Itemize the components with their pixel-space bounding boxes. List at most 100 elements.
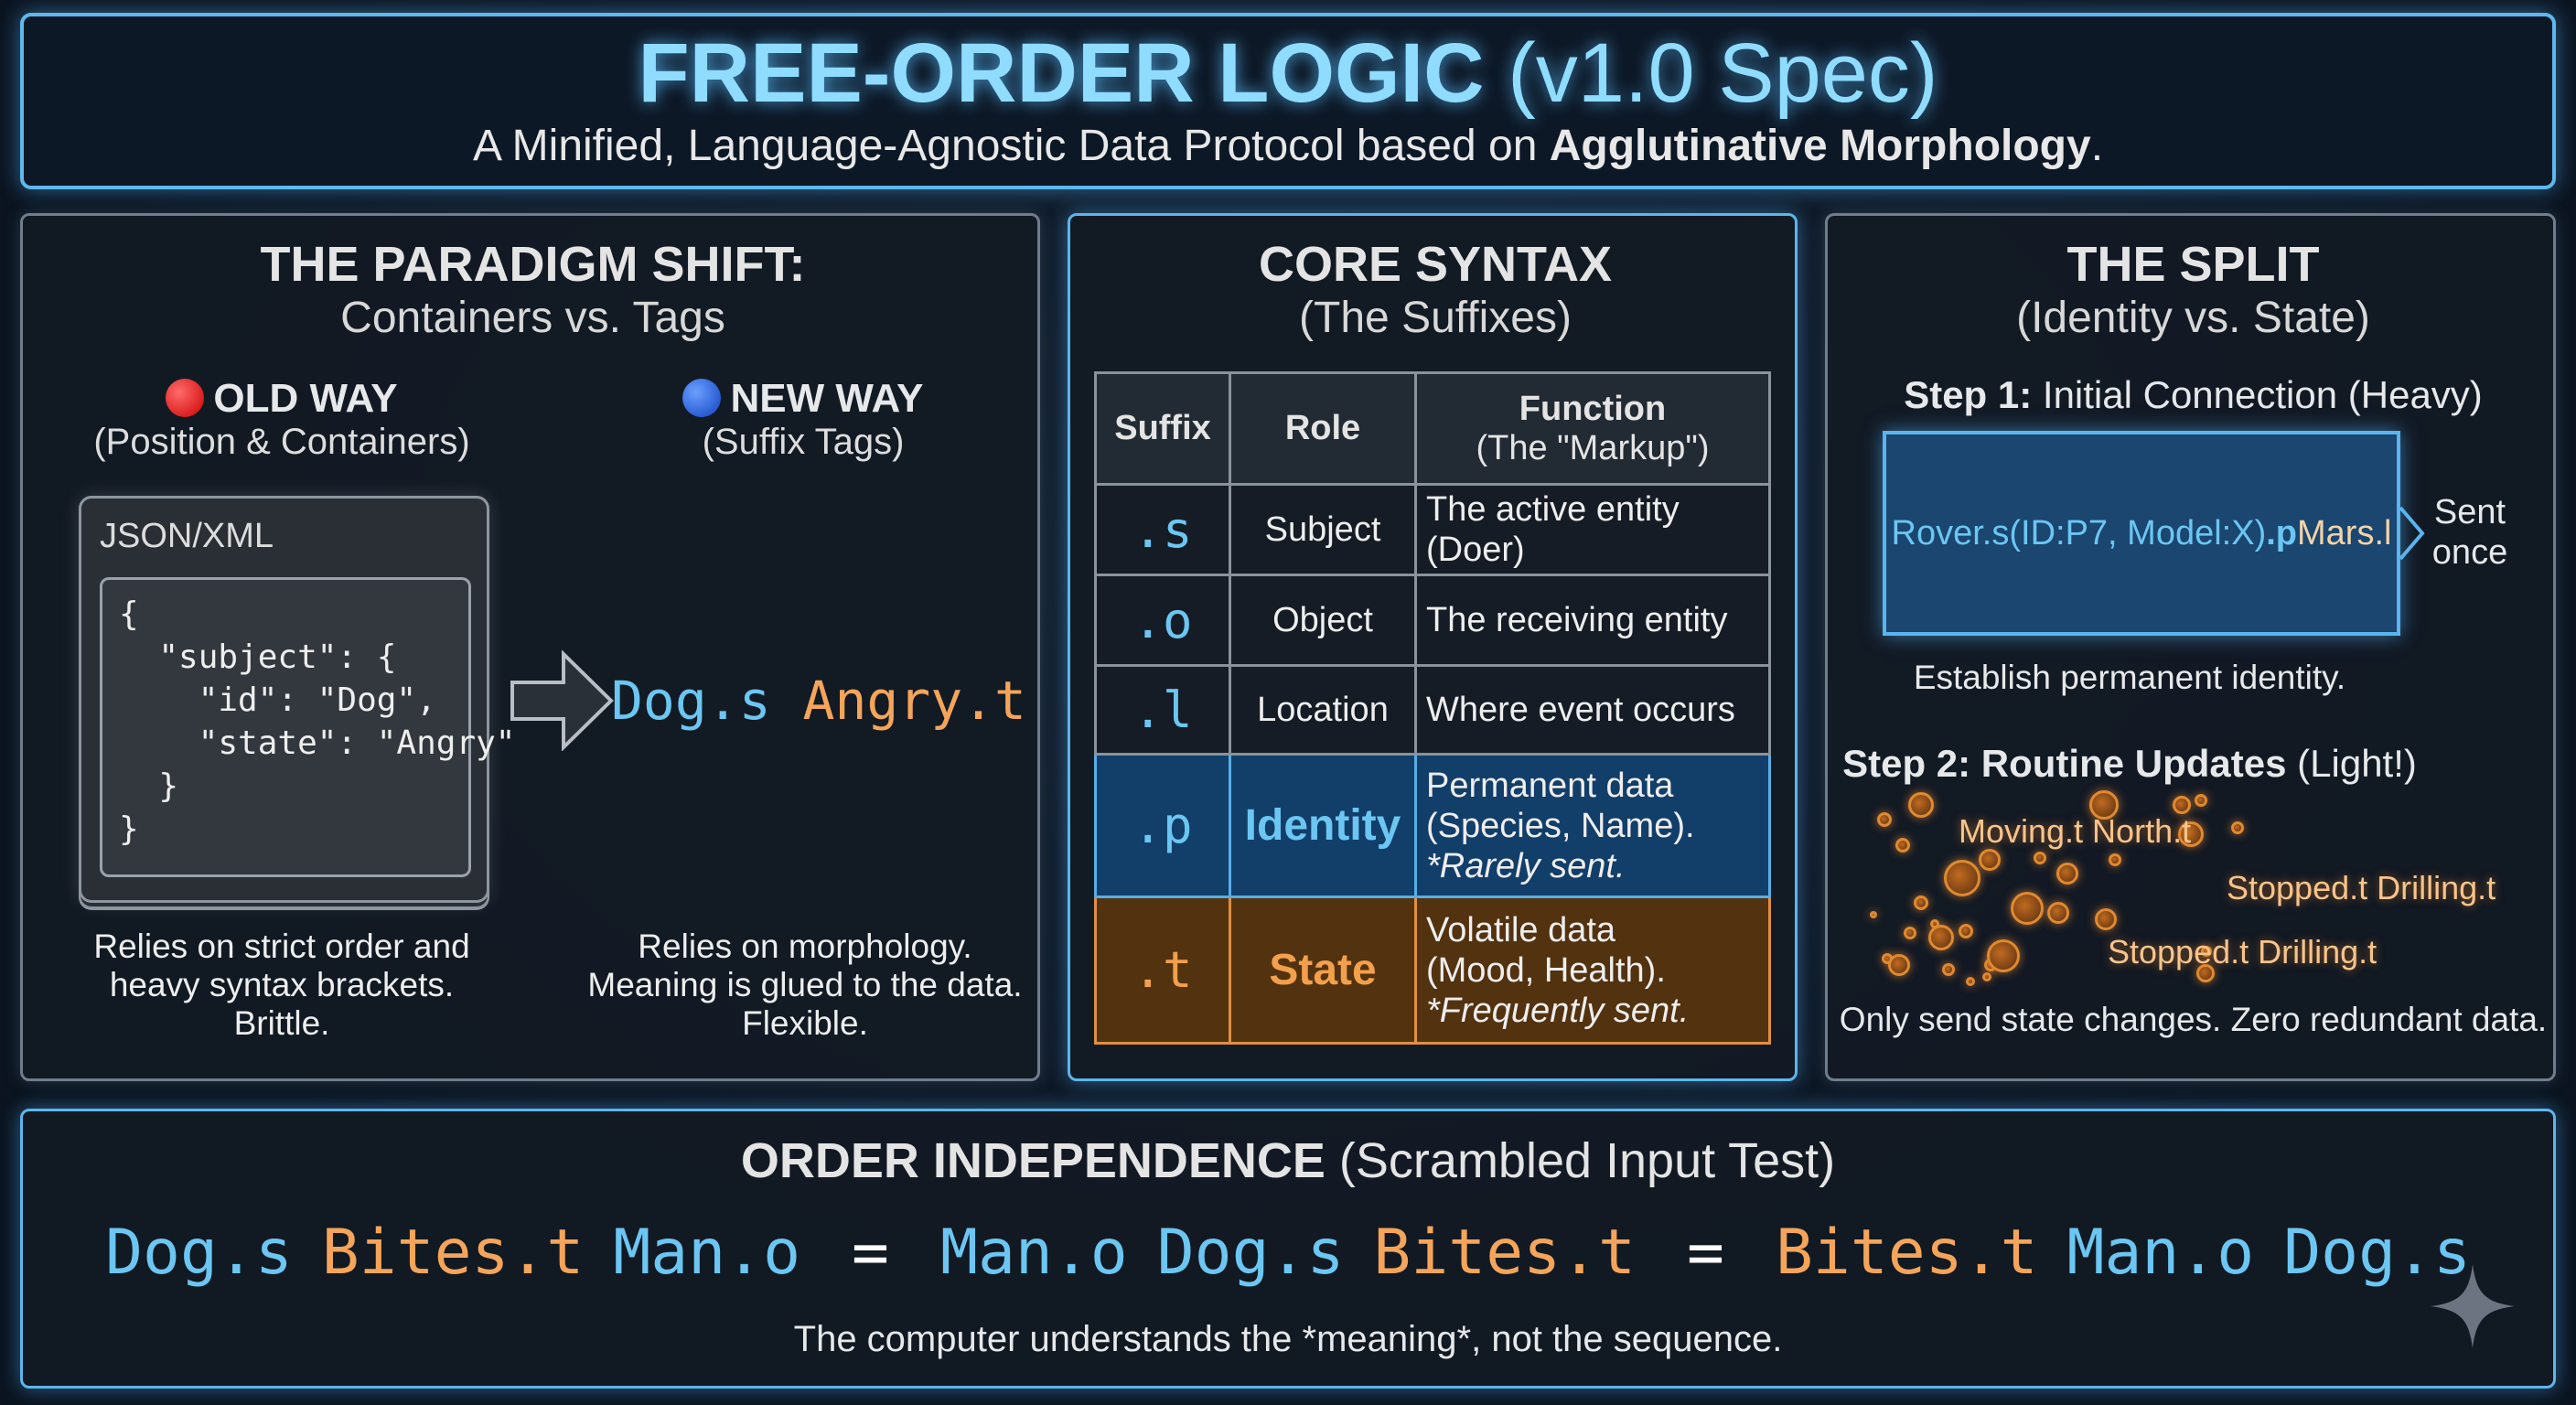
step1-text: Initial Connection (Heavy) xyxy=(2032,373,2483,416)
paradigm-heading: THE PARADIGM SHIFT: xyxy=(260,237,806,292)
old-way-caption: Relies on strict order and heavy syntax … xyxy=(53,928,510,1043)
new-way-caption: Relies on morphology. Meaning is glued t… xyxy=(563,928,1047,1043)
bubble-icon xyxy=(2047,902,2069,924)
col-function-sub: (The "Markup") xyxy=(1476,428,1710,467)
bubble-icon xyxy=(1979,849,2001,871)
title-main: FREE-ORDER LOGIC xyxy=(638,27,1485,120)
bubble-icon xyxy=(1942,963,1955,976)
role-cell: State xyxy=(1229,896,1417,1045)
function-cell: The active entity (Doer) xyxy=(1414,483,1771,576)
bubble-icon xyxy=(1987,939,2020,972)
bubble-icon xyxy=(1930,919,1939,928)
col-function-title: Function xyxy=(1519,389,1667,428)
step1-heading: Step 1: Initial Connection (Heavy) xyxy=(1828,373,2559,417)
bubble-icon xyxy=(1944,860,1980,896)
bubble-icon xyxy=(2034,852,2046,864)
rover-identity-suffix: .p xyxy=(2266,513,2297,552)
new-way-label: NEW WAY xyxy=(730,376,924,421)
suffix-cell: .t xyxy=(1094,896,1231,1045)
bubble-icon xyxy=(2231,821,2244,834)
json-xml-label: JSON/XML xyxy=(100,517,274,555)
function-cell: The receiving entity xyxy=(1414,574,1771,667)
bubble-icon xyxy=(2011,892,2044,925)
bubble-icon xyxy=(2109,853,2121,866)
bubble-icon xyxy=(2089,790,2119,820)
equation-token: Bites.t xyxy=(1775,1217,2038,1289)
suffix-cell: .p xyxy=(1094,753,1231,898)
function-line: Permanent data xyxy=(1426,766,1674,805)
bubble-icon xyxy=(1888,954,1910,976)
sparkle-star-icon xyxy=(2431,1264,2515,1348)
role-cell: Location xyxy=(1229,664,1417,756)
equation-token: Man.o xyxy=(940,1217,1128,1289)
step2-heading: Step 2: Routine Updates (Light!) xyxy=(1828,742,2431,786)
bubble-icon xyxy=(1908,792,1934,818)
bubble-icon xyxy=(2095,908,2117,930)
caption-line: Relies on morphology. xyxy=(638,928,972,965)
sent-once-line: once xyxy=(2431,533,2508,572)
step2-caption: Only send state changes. Zero redundant … xyxy=(1839,1001,2548,1038)
subtitle-end: . xyxy=(2090,122,2104,170)
function-line: Volatile data xyxy=(1426,910,1616,949)
syntax-heading: CORE SYNTAX xyxy=(1258,237,1613,292)
col-function: Function(The "Markup") xyxy=(1414,371,1771,486)
syntax-subheading: (The Suffixes) xyxy=(1299,294,1572,342)
sent-once-line: Sent xyxy=(2433,493,2506,531)
caption-line: Relies on strict order and xyxy=(93,928,470,965)
subtitle-bold: Agglutinative Morphology xyxy=(1549,122,2091,170)
split-heading: THE SPLIT xyxy=(2066,237,2320,292)
bubble-icon xyxy=(1870,911,1877,918)
new-way-sub: (Suffix Tags) xyxy=(702,422,905,462)
new-way-example: Dog.s Angry.t xyxy=(590,670,1047,732)
bubble-icon xyxy=(1959,924,1973,938)
step2-text: (Light!) xyxy=(2286,742,2417,785)
equation-token: Dog.s xyxy=(2283,1217,2471,1289)
initial-connection-box: Rover.s(ID:P7, Model:X).p Mars.l xyxy=(1883,431,2400,636)
equation-token: Man.o xyxy=(613,1217,801,1289)
bubble-icon xyxy=(2056,863,2078,885)
page-title: FREE-ORDER LOGIC (v1.0 Spec) xyxy=(0,26,2576,122)
equation-token: Man.o xyxy=(2066,1217,2255,1289)
equation-token: Dog.s xyxy=(105,1217,293,1289)
function-cell: Permanent data(Species, Name).*Rarely se… xyxy=(1414,753,1771,898)
col-role: Role xyxy=(1229,371,1417,486)
old-way-header: OLD WAY (Position & Containers) xyxy=(53,376,510,463)
function-cell: Volatile data(Mood, Health).*Frequently … xyxy=(1414,896,1771,1045)
bubble-icon xyxy=(2173,796,2191,814)
rover-location: Mars.l xyxy=(2297,513,2392,552)
update-message: Stopped.t Drilling.t xyxy=(2227,869,2496,906)
rover-subject: Rover.s(ID:P7, Model:X) xyxy=(1891,513,2267,552)
bubble-icon xyxy=(1895,838,1910,853)
header-banner xyxy=(20,13,2556,189)
update-message: Moving.t North.t xyxy=(1959,812,2192,850)
json-xml-box: JSON/XML { "subject": { "id": "Dog", "st… xyxy=(79,496,515,903)
caption-line: heavy syntax brackets. xyxy=(109,966,455,1003)
suffix-cell: .s xyxy=(1094,483,1231,576)
equals-sign: = xyxy=(852,1217,889,1289)
code-block: { "subject": { "id": "Dog", "state": "An… xyxy=(100,577,515,877)
paradigm-subheading: Containers vs. Tags xyxy=(340,294,725,342)
equation-token: Bites.t xyxy=(1373,1217,1636,1289)
function-line: (Mood, Health). xyxy=(1426,950,1666,990)
order-heading-bold: ORDER INDEPENDENCE xyxy=(740,1133,1326,1188)
old-way-sub: (Position & Containers) xyxy=(93,422,470,462)
split-subheading: (Identity vs. State) xyxy=(2016,294,2370,342)
role-cell: Object xyxy=(1229,574,1417,667)
function-line: (Species, Name). xyxy=(1426,806,1695,845)
order-heading-text: (Scrambled Input Test) xyxy=(1325,1133,1836,1188)
suffix-cell: .o xyxy=(1094,574,1231,667)
bubble-icon xyxy=(2201,946,2212,957)
order-independence-panel xyxy=(20,1109,2556,1389)
suffix-cell: .l xyxy=(1094,664,1231,756)
bubble-icon xyxy=(1914,896,1928,910)
equals-sign: = xyxy=(1686,1217,1724,1289)
bubble-icon xyxy=(2195,794,2207,807)
